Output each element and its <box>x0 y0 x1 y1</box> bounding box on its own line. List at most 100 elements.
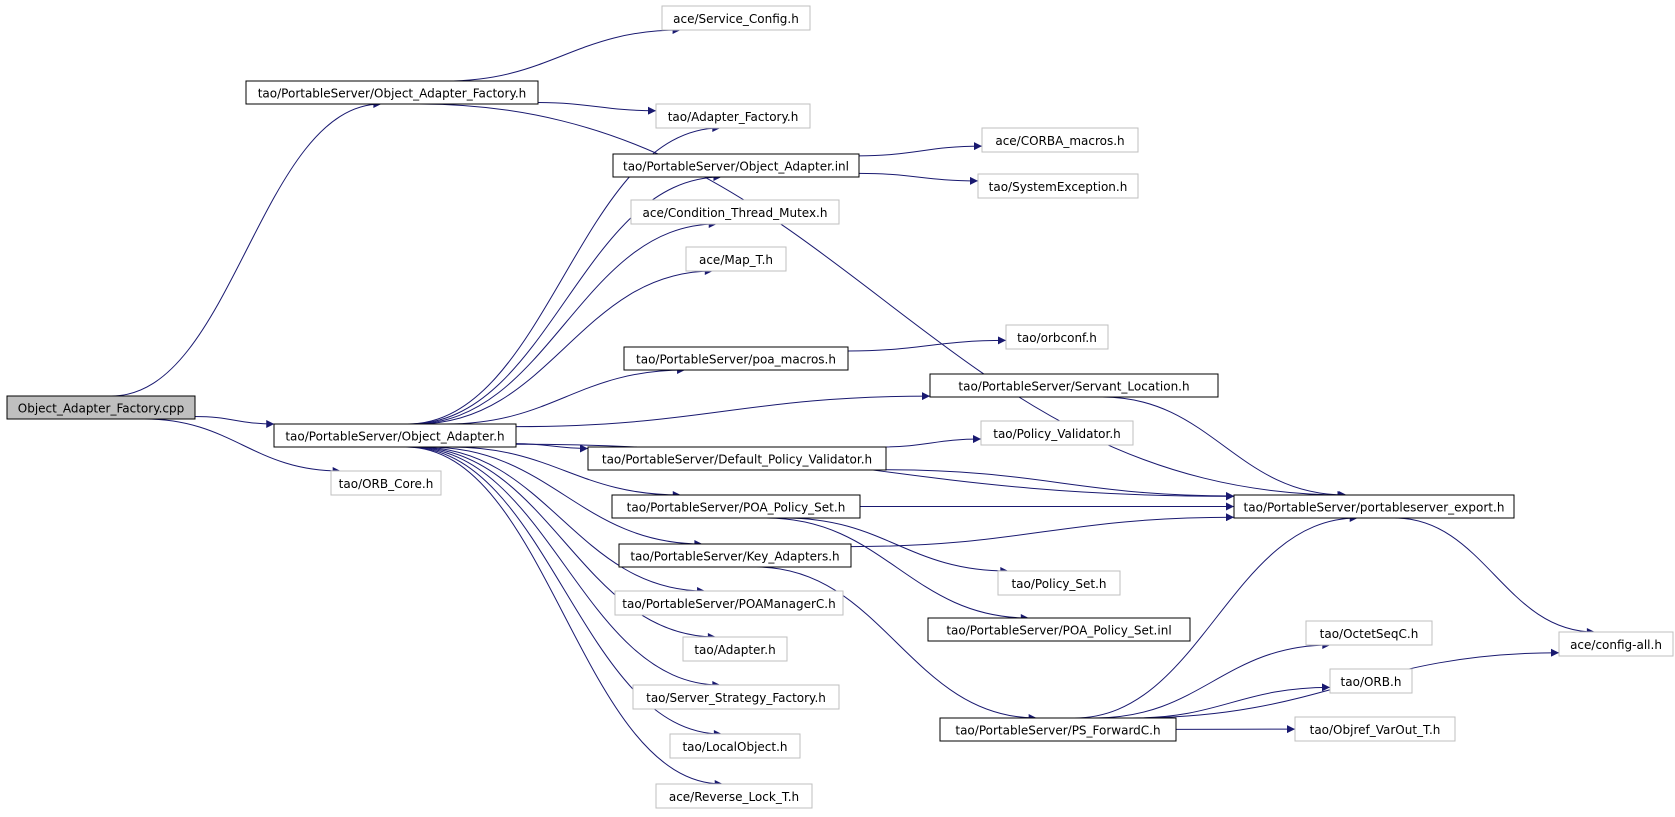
edge-oafh-to-adf <box>537 102 657 115</box>
edge-oainl-to-sysex <box>858 172 979 185</box>
node-pse[interactable]: tao/PortableServer/portableserver_export… <box>1233 494 1515 519</box>
node-poam[interactable]: tao/PortableServer/poa_macros.h <box>623 346 849 371</box>
node-adp[interactable]: tao/Adapter.h <box>682 636 788 662</box>
node-orbcore[interactable]: tao/ORB_Core.h <box>330 470 442 496</box>
node-label: tao/PortableServer/POA_Policy_Set.inl <box>946 624 1171 638</box>
node-ssf[interactable]: tao/Server_Strategy_Factory.h <box>632 684 840 710</box>
node-sysex[interactable]: tao/SystemException.h <box>977 173 1139 199</box>
edge-oah-to-ka <box>427 446 703 548</box>
nodes-layer: Object_Adapter_Factory.cpp tao/PortableSe… <box>6 5 1674 809</box>
node-label: tao/PortableServer/Object_Adapter.inl <box>623 160 849 174</box>
node-dpv[interactable]: tao/PortableServer/Default_Policy_Valida… <box>587 446 887 471</box>
node-box <box>655 103 811 129</box>
node-label: tao/LocalObject.h <box>682 740 787 754</box>
node-box <box>1233 494 1515 519</box>
edge-oah-to-pps <box>450 446 681 499</box>
node-adf[interactable]: tao/Adapter_Factory.h <box>655 103 811 129</box>
node-label: tao/orbconf.h <box>1017 331 1097 345</box>
node-corba[interactable]: ace/CORBA_macros.h <box>981 127 1139 153</box>
edge-oah-to-rlt <box>405 446 723 788</box>
node-box <box>939 717 1177 742</box>
node-pv[interactable]: tao/Policy_Validator.h <box>980 420 1134 446</box>
node-label: ace/Service_Config.h <box>673 12 799 26</box>
node-box <box>661 5 811 31</box>
node-box <box>1558 631 1674 657</box>
node-label: tao/PortableServer/poa_macros.h <box>636 353 836 367</box>
node-box <box>587 446 887 471</box>
node-box <box>632 684 840 710</box>
edge-dpv-to-pv <box>881 435 982 448</box>
node-label: ace/Reverse_Lock_T.h <box>669 790 799 804</box>
node-label: tao/PortableServer/Default_Policy_Valida… <box>602 453 872 467</box>
node-label: tao/ORB.h <box>1341 675 1402 689</box>
edge-oah-to-ctm <box>412 220 717 425</box>
node-svc[interactable]: ace/Service_Config.h <box>661 5 811 31</box>
node-box <box>682 636 788 662</box>
node-label: tao/PortableServer/Object_Adapter.h <box>285 430 504 444</box>
node-label: ace/Condition_Thread_Mutex.h <box>643 206 828 220</box>
node-oah[interactable]: tao/PortableServer/Object_Adapter.h <box>273 423 517 448</box>
node-label: tao/OctetSeqC.h <box>1320 627 1419 641</box>
node-ppsinl[interactable]: tao/PortableServer/POA_Policy_Set.inl <box>927 617 1191 642</box>
edge-poam-to-orbc <box>847 336 1007 352</box>
node-servl[interactable]: tao/PortableServer/Servant_Location.h <box>929 373 1219 398</box>
node-cfg[interactable]: ace/config-all.h <box>1558 631 1674 657</box>
node-label: tao/Adapter_Factory.h <box>668 110 799 124</box>
edge-pse-to-cfg <box>1394 517 1595 636</box>
node-label: ace/Map_T.h <box>699 253 773 267</box>
node-orb[interactable]: tao/ORB.h <box>1329 668 1413 694</box>
node-ps[interactable]: tao/Policy_Set.h <box>997 570 1121 596</box>
node-ka[interactable]: tao/PortableServer/Key_Adapters.h <box>618 543 852 568</box>
node-box <box>612 153 860 178</box>
node-box <box>981 127 1139 153</box>
edge-dpv-to-pse <box>885 469 1235 500</box>
edge-pps-to-ps <box>784 517 1009 575</box>
node-label: tao/PortableServer/POA_Policy_Set.h <box>627 501 846 515</box>
node-label: tao/Adapter.h <box>694 643 775 657</box>
node-box <box>611 494 861 519</box>
node-root[interactable]: Object_Adapter_Factory.cpp <box>6 395 196 420</box>
edge-oainl-to-corba <box>858 142 983 157</box>
node-octet[interactable]: tao/OctetSeqC.h <box>1305 620 1433 646</box>
node-mapt[interactable]: ace/Map_T.h <box>685 246 787 272</box>
edge-root-to-orbcore <box>144 418 341 475</box>
node-oainl[interactable]: tao/PortableServer/Object_Adapter.inl <box>612 153 860 178</box>
node-lo[interactable]: tao/LocalObject.h <box>669 733 801 759</box>
node-pps[interactable]: tao/PortableServer/POA_Policy_Set.h <box>611 494 861 519</box>
node-box <box>929 373 1219 398</box>
edge-oah-to-adf <box>407 124 721 425</box>
edge-root-to-oafh <box>111 100 382 397</box>
node-box <box>623 346 849 371</box>
node-box <box>980 420 1134 446</box>
node-label: tao/PortableServer/PS_ForwardC.h <box>955 724 1160 738</box>
node-ctm[interactable]: ace/Condition_Thread_Mutex.h <box>630 199 840 225</box>
edge-oah-to-poamc <box>417 446 706 595</box>
node-box <box>669 733 801 759</box>
node-label: tao/PortableServer/portableserver_export… <box>1244 501 1505 515</box>
node-label: ace/CORBA_macros.h <box>995 134 1124 148</box>
node-objv[interactable]: tao/Objref_VarOut_T.h <box>1294 716 1456 742</box>
edge-pps-to-ppsinl <box>766 517 1029 622</box>
edge-psfc-to-octet <box>1095 641 1331 719</box>
node-rlt[interactable]: ace/Reverse_Lock_T.h <box>655 783 813 809</box>
node-box <box>997 570 1121 596</box>
node-box <box>273 423 517 448</box>
node-box <box>630 199 840 225</box>
node-psfc[interactable]: tao/PortableServer/PS_ForwardC.h <box>939 717 1177 742</box>
node-label: tao/Server_Strategy_Factory.h <box>646 691 826 705</box>
node-oafh[interactable]: tao/PortableServer/Object_Adapter_Factor… <box>245 80 539 105</box>
edge-oah-to-mapt <box>417 267 713 425</box>
node-label: tao/PortableServer/Key_Adapters.h <box>630 550 839 564</box>
edge-root-to-oah <box>194 415 275 428</box>
edge-oah-to-oainl <box>409 173 722 425</box>
edge-psfc-to-orb <box>1132 683 1331 719</box>
node-box <box>245 80 539 105</box>
node-label: tao/PortableServer/Object_Adapter_Factor… <box>258 87 527 101</box>
node-orbc[interactable]: tao/orbconf.h <box>1005 324 1109 350</box>
node-box <box>618 543 852 568</box>
node-poamc[interactable]: tao/PortableServer/POAManagerC.h <box>614 590 844 616</box>
edge-oah-to-poam <box>445 366 686 425</box>
edge-oafh-to-pse <box>419 103 1347 499</box>
edge-ka-to-psfc <box>756 566 1037 722</box>
edge-psfc-to-pse <box>1074 514 1358 719</box>
